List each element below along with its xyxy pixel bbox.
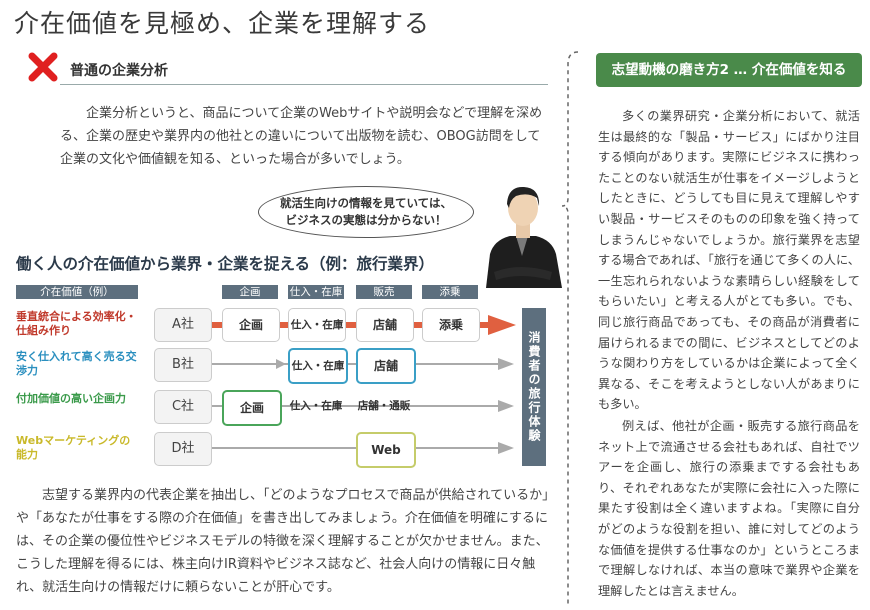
header-planning: 企画 <box>222 285 278 299</box>
row-c-procurement: 仕入・在庫 <box>289 400 343 412</box>
bubble-line-2: ビジネスの実態は分からない！ <box>285 213 447 227</box>
section-heading: 普通の企業分析 <box>70 63 168 79</box>
section-divider <box>60 84 548 85</box>
row-b-sales: 店舗 <box>356 348 416 384</box>
row-label-a: 垂直統合による効率化・仕組み作り <box>16 310 137 337</box>
company-a: A社 <box>154 308 212 342</box>
row-c-arrow <box>212 398 516 412</box>
header-escort: 添乗 <box>422 285 478 299</box>
row-a-planning: 企画 <box>222 308 280 342</box>
row-a-arrow <box>210 314 518 336</box>
company-b: B社 <box>154 348 212 382</box>
page-title: 介在価値を見極め、企業を理解する <box>14 9 431 38</box>
row-label-d: Webマーケティングの能力 <box>16 434 131 461</box>
intro-paragraph: 企業分析というと、商品について企業のWebサイトや説明会などで理解を深める、企業… <box>60 106 543 167</box>
company-c: C社 <box>154 390 212 424</box>
company-d: D社 <box>154 432 212 466</box>
row-d-web: Web <box>356 432 416 468</box>
row-b-procurement: 仕入・在庫 <box>288 348 348 384</box>
body-paragraph: 志望する業界内の代表企業を抽出し、「どのようなプロセスで商品が供給されているか」… <box>16 488 549 595</box>
header-sales: 販売 <box>356 285 412 299</box>
row-a-escort: 添乗 <box>422 308 480 342</box>
figure-title: 働く人の介在価値から業界・企業を捉える（例：旅行業界） <box>16 255 435 273</box>
speech-bubble: 就活生向けの情報を見ていては、 ビジネスの実態は分からない！ <box>258 186 474 238</box>
right-panel-paragraph-2: 例えば、他社が企画・販売する旅行商品をネット上で流通させる会社もあれば、自社でツ… <box>598 419 860 598</box>
right-panel-paragraph-1: 多くの業界研究・企業分析において、就活生は最終的な「製品・サービス」にばかり注目… <box>598 109 860 412</box>
row-a-procurement: 仕入・在庫 <box>288 308 346 342</box>
bubble-line-1: 就活生向けの情報を見ていては、 <box>280 196 452 210</box>
row-a-sales: 店舗 <box>356 308 414 342</box>
row-label-b: 安く仕入れて高く売る交渉力 <box>16 350 137 377</box>
person-illustration <box>480 176 566 288</box>
column-divider <box>560 50 580 606</box>
row-label-c: 付加価値の高い企画力 <box>16 392 126 405</box>
header-value: 介在価値（例） <box>16 285 138 299</box>
cross-mark-icon <box>28 52 58 82</box>
row-c-planning: 企画 <box>222 390 282 426</box>
row-c-sales: 店舗・通販 <box>357 400 411 412</box>
header-procurement: 仕入・在庫 <box>288 285 344 299</box>
consumer-experience-bar: 消費者の旅行体験 <box>522 308 546 466</box>
right-panel-heading: 志望動機の磨き方2 … 介在価値を知る <box>596 53 862 87</box>
